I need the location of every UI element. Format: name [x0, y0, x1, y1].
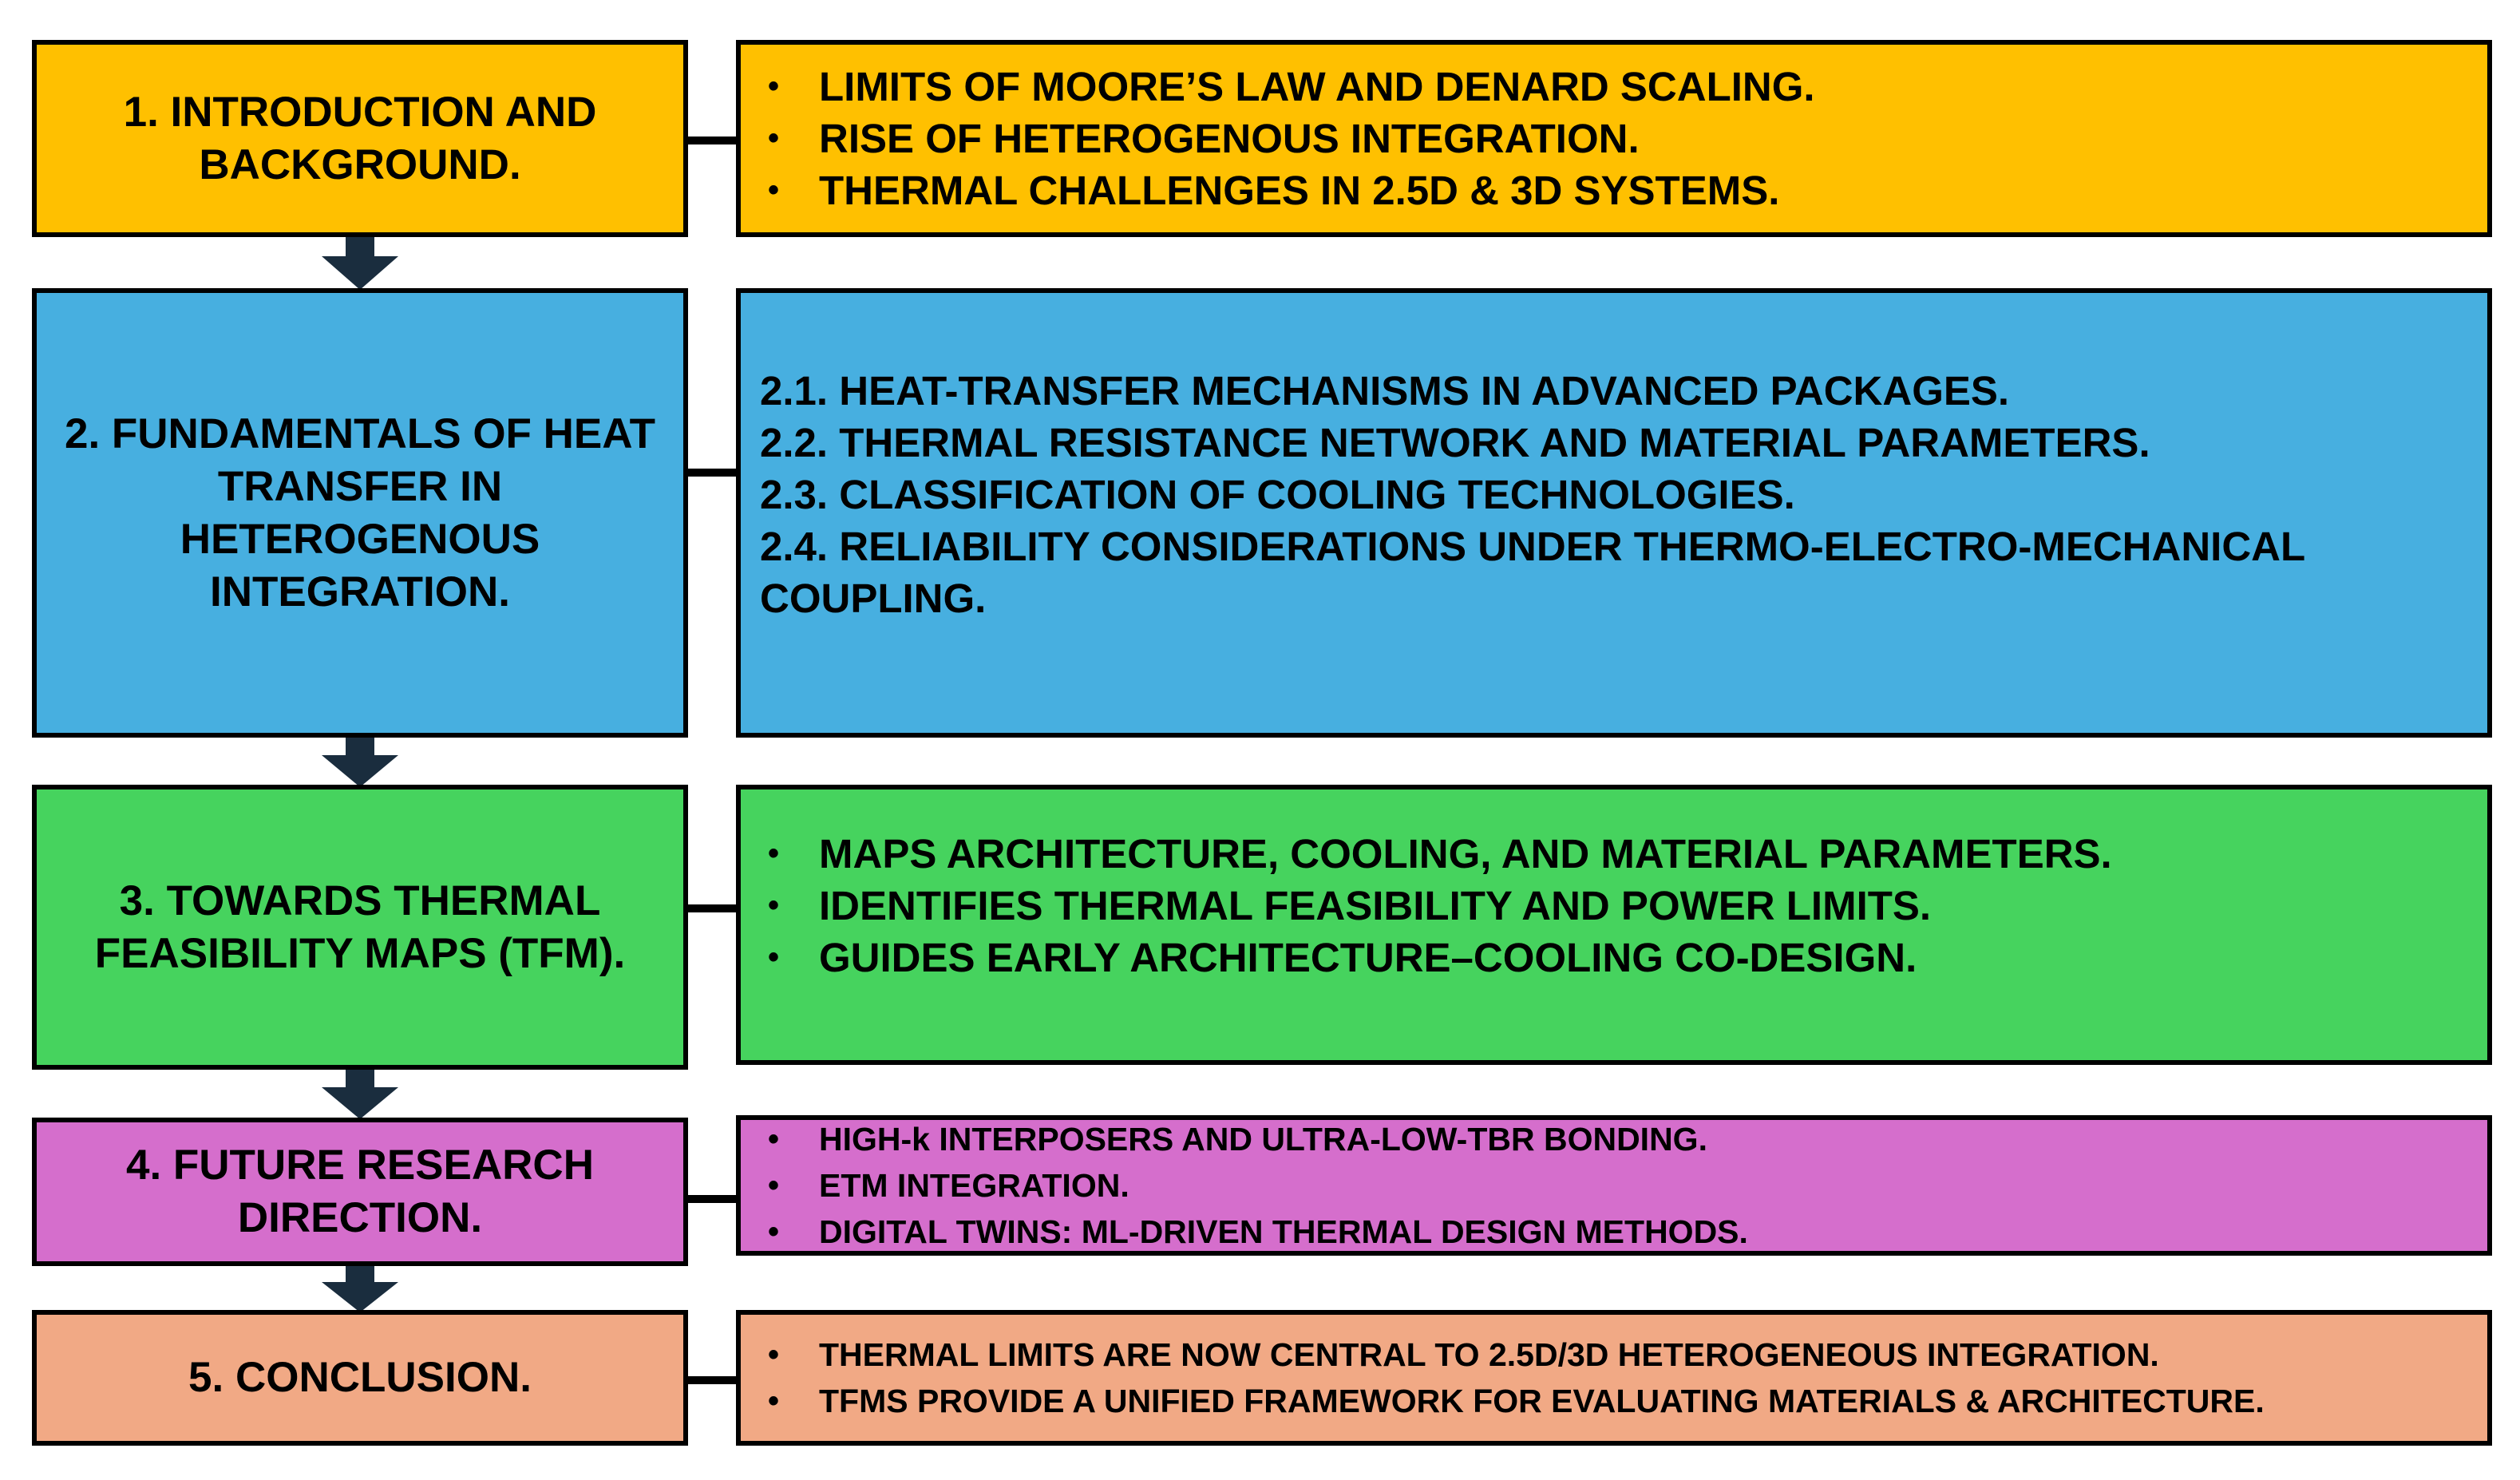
section-1-title: 1. INTRODUCTION AND BACKGROUND. [123, 88, 597, 188]
section-1-item-1: LIMITS OF MOORE’S LAW AND DENARD SCALING… [819, 64, 1815, 109]
bullet: • [768, 1214, 780, 1249]
section-4-title: 4. FUTURE RESEARCH DIRECTION. [125, 1142, 594, 1241]
section-3-title: 3. TOWARDS THERMAL FEASIBILITY MAPS (TFM… [94, 877, 626, 977]
list-item: • IDENTIFIES THERMAL FEASIBILITY AND POWE… [760, 880, 2475, 932]
section-2-title-box: 2. FUNDAMENTALS OF HEAT TRANSFER IN HETE… [32, 288, 688, 738]
section-2-details-box: 2.1. HEAT-TRANSFER MECHANISMS IN ADVANCE… [736, 288, 2492, 738]
down-arrow-icon [322, 1070, 398, 1119]
section-5-title: 5. CONCLUSION. [188, 1354, 532, 1401]
list-item: • THERMAL CHALLENGES IN 2.5D & 3D SYSTEMS… [760, 164, 2475, 216]
bullet: • [768, 1383, 780, 1419]
list-item: • TFMS PROVIDE A UNIFIED FRAMEWORK FOR EV… [760, 1378, 2475, 1424]
section-5-item-2: TFMS PROVIDE A UNIFIED FRAMEWORK FOR EVA… [819, 1383, 2265, 1419]
list-item: • THERMAL LIMITS ARE NOW CENTRAL TO 2.5D/… [760, 1332, 2475, 1378]
list-item: • MAPS ARCHITECTURE, COOLING, AND MATERIA… [760, 828, 2475, 880]
connector-2 [688, 469, 736, 477]
section-2-item-1: 2.1. HEAT-TRANSFER MECHANISMS IN ADVANCE… [760, 368, 2010, 414]
section-3-title-box: 3. TOWARDS THERMAL FEASIBILITY MAPS (TFM… [32, 785, 688, 1070]
section-3-item-1: MAPS ARCHITECTURE, COOLING, AND MATERIAL… [819, 831, 2112, 877]
list-item: • RISE OF HETEROGENOUS INTEGRATION. [760, 113, 2475, 164]
list-item: • LIMITS OF MOORE’S LAW AND DENARD SCALIN… [760, 61, 2475, 113]
section-3-item-2: IDENTIFIES THERMAL FEASIBILITY AND POWER… [819, 883, 1932, 928]
down-arrow-icon [322, 738, 398, 787]
connector-5 [688, 1376, 736, 1384]
list-item: • GUIDES EARLY ARCHITECTURE–COOLING CO-DE… [760, 932, 2475, 983]
down-arrow-icon [322, 1266, 398, 1312]
section-4-title-box: 4. FUTURE RESEARCH DIRECTION. [32, 1118, 688, 1266]
section-4-item-1: HIGH-k INTERPOSERS AND ULTRA-LOW-TBR BON… [819, 1121, 1707, 1157]
section-4-item-2: ETM INTEGRATION. [819, 1167, 1129, 1204]
bullet: • [768, 836, 780, 871]
down-arrow-icon [322, 237, 398, 290]
section-4-details-box: • HIGH-k INTERPOSERS AND ULTRA-LOW-TBR BO… [736, 1115, 2492, 1256]
bullet: • [768, 121, 780, 156]
section-3-item-3: GUIDES EARLY ARCHITECTURE–COOLING CO-DES… [819, 935, 1917, 980]
bullet: • [768, 1122, 780, 1157]
bullet: • [768, 1337, 780, 1372]
section-2-item-3: 2.3. CLASSIFICATION OF COOLING TECHNOLOG… [760, 472, 1795, 517]
connector-4 [688, 1195, 736, 1203]
bullet: • [768, 172, 780, 208]
section-2-item-2: 2.2. THERMAL RESISTANCE NETWORK AND MATE… [760, 420, 2150, 465]
list-item: • HIGH-k INTERPOSERS AND ULTRA-LOW-TBR BO… [760, 1116, 2475, 1162]
section-4-item-3: DIGITAL TWINS: ML-DRIVEN THERMAL DESIGN … [819, 1213, 1748, 1250]
section-1-title-box: 1. INTRODUCTION AND BACKGROUND. [32, 40, 688, 237]
bullet: • [768, 940, 780, 975]
bullet: • [768, 69, 780, 104]
list-item: • ETM INTEGRATION. [760, 1162, 2475, 1209]
section-1-item-3: THERMAL CHALLENGES IN 2.5D & 3D SYSTEMS. [819, 168, 1780, 213]
section-1-details-box: • LIMITS OF MOORE’S LAW AND DENARD SCALIN… [736, 40, 2492, 237]
list-item: • DIGITAL TWINS: ML-DRIVEN THERMAL DESIGN… [760, 1209, 2475, 1255]
section-1-item-2: RISE OF HETEROGENOUS INTEGRATION. [819, 116, 1640, 161]
section-5-details-box: • THERMAL LIMITS ARE NOW CENTRAL TO 2.5D/… [736, 1310, 2492, 1446]
bullet: • [768, 1168, 780, 1203]
section-5-title-box: 5. CONCLUSION. [32, 1310, 688, 1446]
section-3-details-box: • MAPS ARCHITECTURE, COOLING, AND MATERIA… [736, 785, 2492, 1065]
connector-3 [688, 904, 736, 912]
connector-1 [688, 137, 736, 144]
bullet: • [768, 888, 780, 923]
section-5-item-1: THERMAL LIMITS ARE NOW CENTRAL TO 2.5D/3… [819, 1336, 2159, 1373]
section-2-title: 2. FUNDAMENTALS OF HEAT TRANSFER IN HETE… [64, 410, 655, 615]
section-2-item-4: 2.4. RELIABILITY CONSIDERATIONS UNDER TH… [760, 524, 2305, 621]
